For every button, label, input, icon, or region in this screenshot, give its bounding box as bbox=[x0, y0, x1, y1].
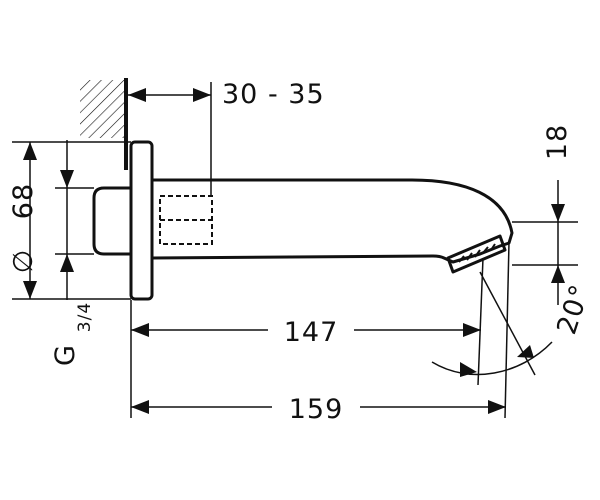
arrow-diameter-bottom bbox=[23, 281, 37, 299]
arrow-159-right bbox=[488, 400, 506, 414]
arrow-diameter-top bbox=[23, 142, 37, 160]
length-159-label: 159 bbox=[289, 394, 344, 425]
angle-arc bbox=[431, 341, 553, 376]
spout-body bbox=[92, 140, 514, 301]
arrow-thread-bottom bbox=[60, 254, 74, 272]
diameter-symbol: ∅ bbox=[8, 249, 39, 274]
angle-ray bbox=[479, 271, 536, 376]
arrow-147-left bbox=[131, 323, 149, 337]
diameter-label-group: ∅ 68 bbox=[8, 183, 39, 273]
outlet-ridges bbox=[458, 243, 496, 263]
wall-hatching bbox=[80, 80, 125, 138]
label-mask-159 bbox=[272, 392, 360, 424]
arrowheads bbox=[23, 88, 565, 414]
spout-nut bbox=[92, 186, 131, 256]
label-mask-147 bbox=[268, 315, 354, 347]
length-extension-tip bbox=[504, 241, 510, 419]
wall-gap-label: 30 - 35 bbox=[222, 79, 325, 110]
arrow-outlet-top bbox=[551, 204, 565, 222]
arrow-wall-gap-left bbox=[128, 88, 146, 102]
thread-prefix-label: G bbox=[50, 344, 81, 366]
thread-size-label: 3/4 bbox=[75, 302, 95, 332]
arrow-147-right bbox=[463, 323, 481, 337]
arrow-159-left bbox=[131, 400, 149, 414]
outlet-height-label-group: 18 bbox=[542, 124, 573, 160]
arrow-thread-top bbox=[60, 170, 74, 188]
spout-outlet bbox=[446, 234, 507, 274]
length-147-label: 147 bbox=[284, 317, 339, 348]
spout-outline bbox=[151, 178, 514, 264]
arrow-outlet-bottom bbox=[551, 265, 565, 283]
arrow-angle-right bbox=[517, 345, 534, 358]
spout-rosette bbox=[129, 140, 154, 301]
arrow-wall-gap-right bbox=[193, 88, 211, 102]
arrow-angle-left bbox=[460, 362, 477, 377]
thread-label-group: G 3/4 bbox=[50, 302, 95, 366]
hidden-thread bbox=[159, 195, 213, 245]
wall bbox=[80, 78, 128, 170]
outlet-height-label: 18 bbox=[542, 124, 573, 160]
length-extension-outlet bbox=[477, 257, 484, 386]
diameter-label: 68 bbox=[8, 183, 39, 219]
